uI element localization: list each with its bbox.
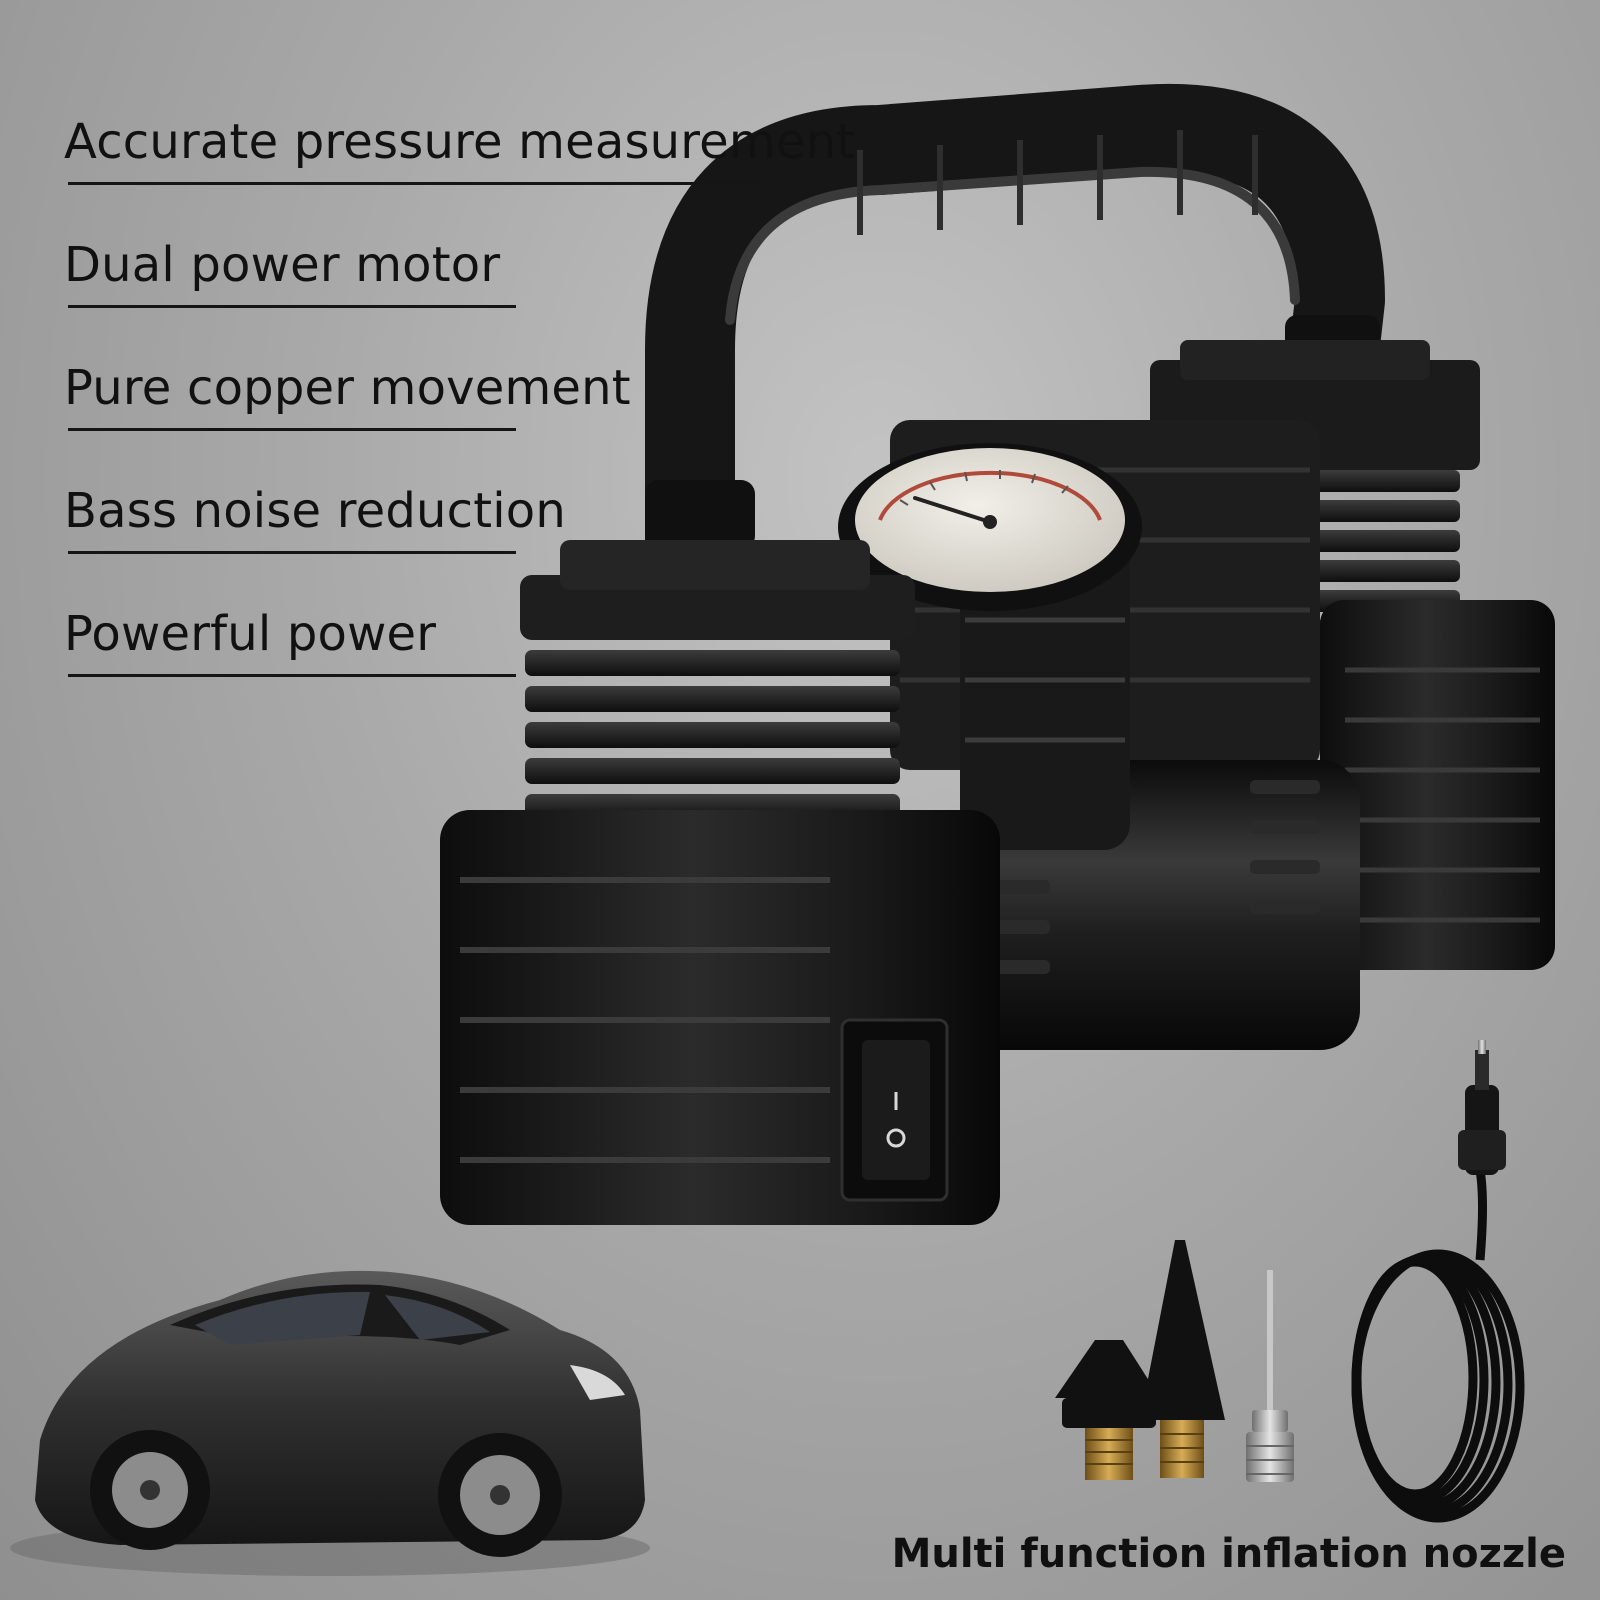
feature-item: Dual power motor <box>64 235 844 358</box>
right-motor-housing <box>1320 600 1555 970</box>
left-cylinder-head <box>520 540 915 856</box>
divider <box>68 674 516 677</box>
feature-dual-motor: Dual power motor <box>64 237 501 293</box>
inflation-nozzles <box>1055 1240 1294 1482</box>
power-switch <box>840 1018 949 1202</box>
sports-car <box>10 1270 650 1576</box>
feature-accurate-pressure: Accurate pressure measurement <box>64 114 856 170</box>
pressure-gauge <box>838 443 1142 850</box>
power-cable <box>1351 1040 1525 1523</box>
feature-noise-reduction: Bass noise reduction <box>64 483 566 539</box>
feature-list: Accurate pressure measurement Dual power… <box>64 112 856 727</box>
feature-copper-movement: Pure copper movement <box>64 360 631 416</box>
divider <box>68 551 516 554</box>
divider <box>68 305 516 308</box>
feature-powerful-power: Powerful power <box>64 606 437 662</box>
feature-item: Powerful power <box>64 604 844 727</box>
feature-item: Bass noise reduction <box>64 481 844 604</box>
feature-item: Accurate pressure measurement <box>64 112 856 235</box>
nozzle-caption: Multi function inflation nozzle <box>891 1531 1566 1577</box>
divider <box>68 428 516 431</box>
feature-item: Pure copper movement <box>64 358 844 481</box>
divider <box>68 182 760 185</box>
